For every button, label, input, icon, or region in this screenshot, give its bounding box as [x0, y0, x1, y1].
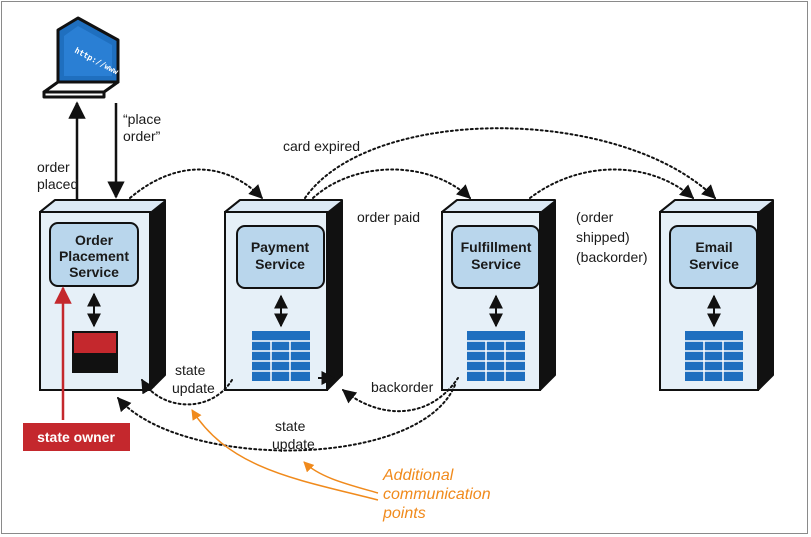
order-placement-label-2: Placement: [59, 248, 129, 264]
order-to-payment-flow: [129, 168, 263, 200]
card-expired-flow: [304, 127, 717, 199]
email-service[interactable]: Email Service: [669, 225, 758, 289]
order-shipped-label-1: (order: [576, 209, 614, 225]
payment-label-2: Service: [255, 256, 305, 272]
payment-to-fulfillment-flow: [312, 168, 472, 199]
state-owner-label: state owner: [37, 429, 115, 445]
state-update-label-2a: state: [275, 418, 306, 434]
backorder-flow: [341, 377, 459, 413]
annotation-line-3: points: [382, 505, 426, 522]
state-owner-db-icon: [72, 331, 118, 373]
card-expired-label: card expired: [283, 138, 360, 154]
order-placement-label-3: Service: [69, 264, 119, 280]
payment-label-1: Payment: [251, 239, 310, 255]
annotation-pointer-2: [303, 461, 379, 494]
fulfillment-label-1: Fulfillment: [461, 239, 532, 255]
email-table-icon: [685, 331, 743, 381]
backorder-label: backorder: [371, 379, 434, 395]
order-placement-label-1: Order: [75, 232, 114, 248]
state-update-label-1a: state: [175, 362, 206, 378]
fulfillment-service[interactable]: Fulfillment Service: [451, 225, 540, 289]
order-shipped-label-3: (backorder): [576, 249, 648, 265]
fulfillment-table-icon: [467, 331, 525, 381]
fulfillment-to-email-flow: [529, 168, 695, 199]
place-order-label-2: order”: [123, 128, 161, 144]
state-owner-badge: state owner: [23, 423, 130, 451]
state-update-flow-1: [141, 378, 233, 406]
order-placed-label-1: order: [37, 159, 70, 175]
place-order-label-1: “place: [123, 111, 161, 127]
state-update-flow-2: [117, 384, 456, 452]
order-paid-label: order paid: [357, 209, 420, 225]
payment-service[interactable]: Payment Service: [236, 225, 325, 289]
annotation-pointer-1: [191, 409, 379, 501]
state-update-label-2b: update: [272, 436, 315, 452]
email-label-1: Email: [695, 239, 732, 255]
annotation-line-2: communication: [383, 486, 491, 503]
laptop-icon: http://www: [42, 16, 120, 99]
order-shipped-label-2: shipped): [576, 229, 630, 245]
fulfillment-label-2: Service: [471, 256, 521, 272]
order-placed-label-2: placed: [37, 176, 78, 192]
email-label-2: Service: [689, 256, 739, 272]
annotation-line-1: Additional: [382, 467, 454, 484]
state-update-label-1b: update: [172, 380, 215, 396]
order-placement-service[interactable]: Order Placement Service: [49, 222, 139, 287]
payment-table-icon: [252, 331, 310, 381]
